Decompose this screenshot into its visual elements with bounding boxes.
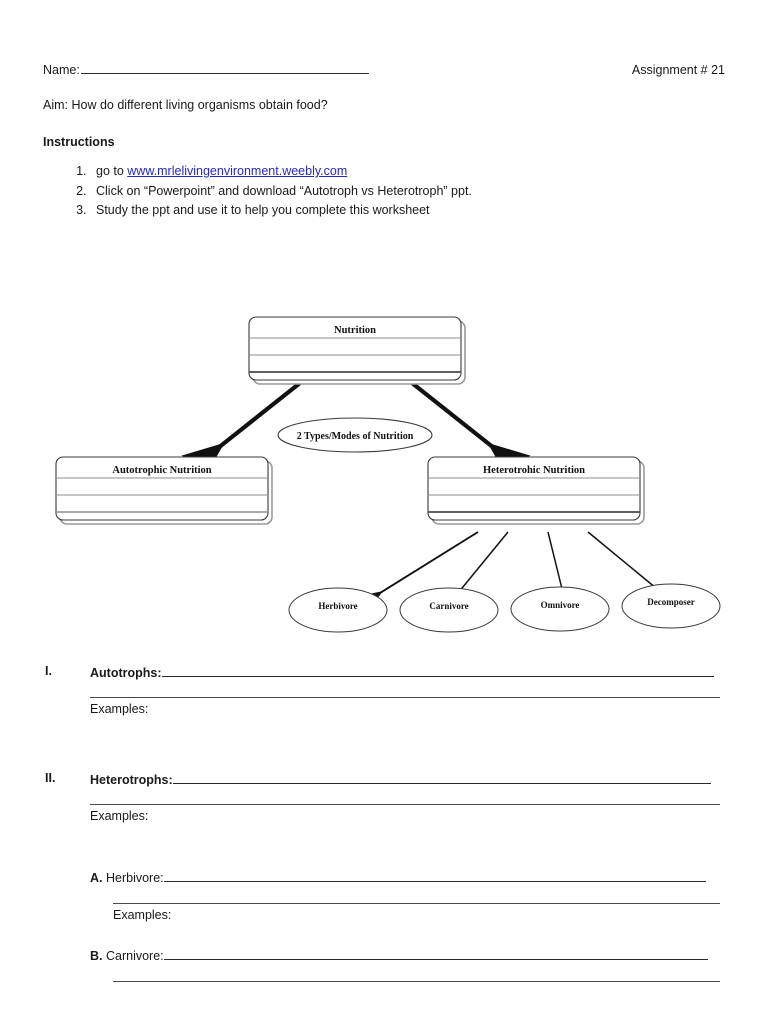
autotrophs-write-in-line-2[interactable] [90,697,720,698]
autotrophs-examples-label: Examples: [90,702,149,716]
assignment-number: Assignment # 21 [631,63,725,77]
arrow-hetero-to-herbivore [361,531,479,609]
heterotrophs-write-in-line-1[interactable] [172,771,711,784]
herbivore-write-in-line-1[interactable] [163,869,706,882]
subsection-letter-b: B. [90,949,103,963]
section-label-heterotrophs: Heterotrophs: [90,773,173,787]
subsection-row-carnivore: B. Carnivore: [90,947,708,963]
subsection-row-herbivore: A. Herbivore: [90,869,706,885]
subsection-letter-a: A. [90,871,103,885]
section-row-heterotrophs: Heterotrophs: [90,771,711,787]
box-nutrition: Nutrition [248,316,466,385]
instruction-text-3: Study the ppt and use it to help you com… [96,203,430,217]
arrow-hetero-to-omnivore [547,531,573,608]
subsection-label-herbivore: Herbivore: [105,871,164,885]
ellipse-carnivore-label: Carnivore [429,601,468,611]
heterotrophs-examples-label: Examples: [90,809,149,823]
herbivore-examples-label: Examples: [113,908,172,922]
aim-statement: Aim: How do different living organisms o… [43,98,328,112]
autotrophs-write-in-line-1[interactable] [161,664,714,677]
herbivore-write-in-line-2[interactable] [113,903,720,904]
box-autotrophic-label: Autotrophic Nutrition [112,465,211,476]
weebly-link[interactable]: www.mrlelivingenvironment.weebly.com [127,164,348,178]
arrow-root-to-autotrophic [181,381,302,483]
instructions-heading: Instructions [43,135,115,149]
arrow-root-to-heterotrophic [410,381,531,483]
name-write-in-line[interactable] [80,62,369,74]
ellipse-herbivore: Herbivore [288,587,388,633]
instruction-item-3: Study the ppt and use it to help you com… [90,202,472,219]
instructions-list: go to www.mrlelivingenvironment.weebly.c… [62,163,472,222]
section-row-autotrophs: Autotrophs: [90,664,714,680]
section-numeral-2: II. [45,771,56,785]
ellipse-decomposer-label: Decomposer [647,597,694,607]
ellipse-types-modes: 2 Types/Modes of Nutrition [277,417,433,453]
ellipse-omnivore-label: Omnivore [541,600,580,610]
subsection-label-carnivore: Carnivore: [105,949,164,963]
arrow-hetero-to-decomposer [587,531,677,607]
box-autotrophic-nutrition: Autotrophic Nutrition [55,456,273,525]
ellipse-omnivore: Omnivore [510,586,610,632]
nutrition-concept-map: Nutrition 2 Types/Modes of Nutrition Aut… [0,296,768,646]
ellipse-herbivore-label: Herbivore [318,601,357,611]
name-field-group: Name: [43,62,369,77]
arrow-hetero-to-carnivore [444,531,509,608]
ellipse-carnivore: Carnivore [399,587,499,633]
box-nutrition-label: Nutrition [334,325,376,336]
box-heterotrophic-label: Heterotrohic Nutrition [483,465,585,476]
carnivore-write-in-line-2[interactable] [113,981,720,982]
box-heterotrophic-nutrition: Heterotrohic Nutrition [427,456,645,525]
section-label-autotrophs: Autotrophs: [90,666,162,680]
instruction-item-2: Click on “Powerpoint” and download “Auto… [90,183,472,200]
name-label: Name: [43,63,80,77]
section-numeral-1: I. [45,664,52,678]
ellipse-decomposer: Decomposer [621,583,721,629]
ellipse-types-modes-label: 2 Types/Modes of Nutrition [297,431,414,442]
instruction-item-1: go to www.mrlelivingenvironment.weebly.c… [90,163,472,180]
header-row: Name: Assignment # 21 [43,62,725,77]
instruction-text-2: Click on “Powerpoint” and download “Auto… [96,183,472,198]
carnivore-write-in-line-1[interactable] [163,947,708,960]
heterotrophs-write-in-line-2[interactable] [90,804,720,805]
instruction-text-1: go to [96,164,128,178]
